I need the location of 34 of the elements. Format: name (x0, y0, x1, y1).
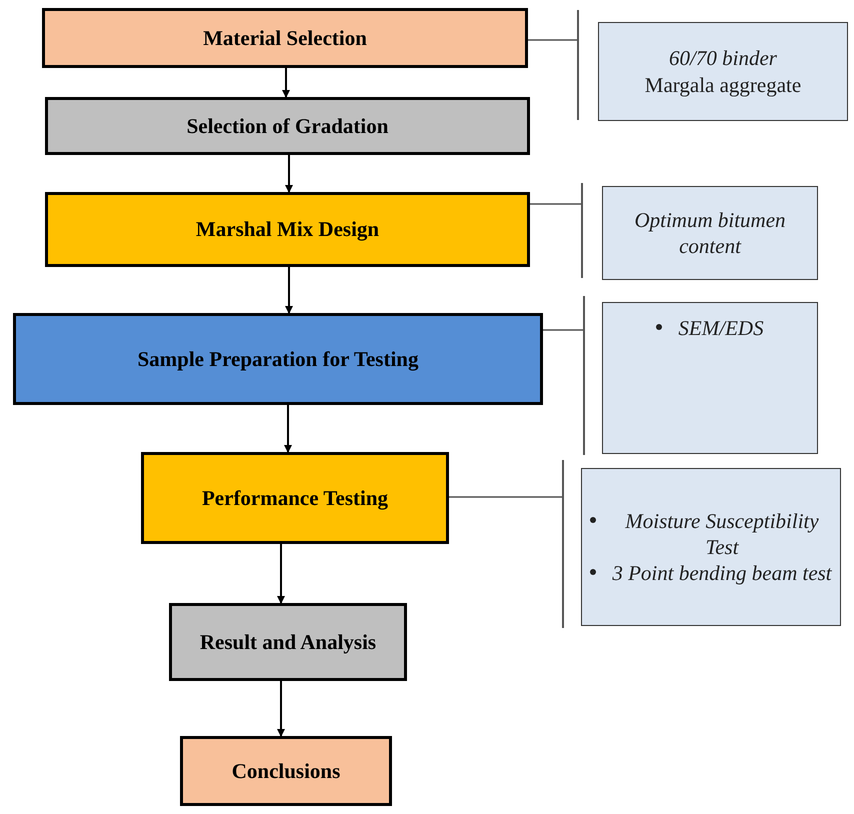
arrow (285, 267, 293, 314)
process-box (45, 97, 530, 155)
note-text: 60/70 binder (669, 45, 777, 72)
note-box (581, 468, 841, 626)
arrow (277, 544, 285, 604)
note-box (602, 186, 818, 280)
step-label: Conclusions (232, 758, 340, 784)
bracket-line (543, 295, 585, 456)
note-text: Optimum bitumen content (633, 206, 787, 260)
process-box (13, 313, 543, 405)
process-box (141, 452, 449, 544)
bracket-line (449, 459, 564, 629)
process-box (42, 8, 528, 68)
note-text: 3 Point bending beam test (612, 560, 832, 586)
arrow (282, 68, 290, 98)
arrow (284, 405, 292, 453)
step-label: Performance Testing (202, 484, 388, 512)
step-label: Sample Preparation for Testing (138, 346, 418, 372)
step-label: Material Selection (203, 24, 367, 52)
step-label: Result and Analysis (200, 628, 376, 656)
process-box (45, 192, 530, 267)
arrow (277, 681, 285, 737)
note-text: Moisture Susceptibility Test (624, 508, 820, 560)
bracket-line (530, 182, 583, 279)
process-box (180, 736, 392, 806)
note-box (602, 302, 818, 454)
process-box (169, 603, 407, 681)
note-box (598, 22, 848, 121)
arrow (285, 155, 293, 193)
step-label: Marshal Mix Design (196, 216, 380, 243)
step-label: Selection of Gradation (186, 112, 388, 140)
note-text: Margala aggregate (644, 72, 802, 98)
note-text: SEM/EDS (678, 315, 764, 342)
bracket-line (528, 9, 579, 121)
